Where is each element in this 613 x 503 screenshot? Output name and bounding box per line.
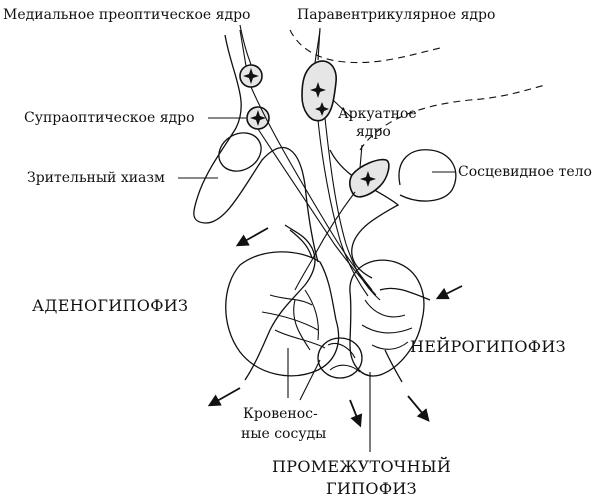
leader-lines [178,27,455,452]
arrow-blood-in-left [235,227,269,247]
medial-preoptic-star-icon [243,68,259,84]
mammillary-body-shape [398,149,457,202]
arcuate-star-icon [360,171,376,187]
hypothalamus-outline [193,34,319,263]
label-adenohypophysis: АДЕНОГИПОФИЗ [32,296,188,315]
paraventricular-star-icon-2 [315,102,329,116]
label-arcuate-nucleus-line2: ядро [356,124,391,140]
neurohypophysis-shape [349,259,425,377]
label-optic-chiasm: Зрительный хиазм [27,170,165,186]
ventricle-dashed-outline-left [289,29,441,64]
arrow-intermediate-out [349,399,363,428]
arrow-blood-out-left [207,387,241,407]
label-paraventricular-nucleus: Паравентрикулярное ядро [297,7,495,23]
arrow-blood-out-right [407,395,430,422]
arrow-blood-in-right [435,285,463,300]
label-neurohypophysis: НЕЙРОГИПОФИЗ [410,336,566,356]
adenohypophysis-shape [225,251,340,377]
ventricle-dashed-outline-right [359,84,546,151]
optic-chiasm-shape [218,132,262,172]
intermediate-lobe-shape [317,337,363,379]
supraoptic-star-icon [250,110,266,126]
portal-vessels [244,224,431,383]
paraventricular-star-icon-1 [310,82,326,98]
label-arcuate-nucleus-line1: Аркуатное [338,106,417,122]
label-blood-vessels-line2: ные сосуды [241,426,326,442]
label-medial-preoptic-nucleus: Медиальное преоптическое ядро [3,7,250,23]
nerve-fibers [239,24,381,301]
label-mammillary-body: Сосцевидное тело [458,164,592,180]
label-blood-vessels-line1: Кровенос- [243,406,318,422]
label-supraoptic-nucleus: Супраоптическое ядро [24,110,195,126]
label-intermediate-lobe-line2: ГИПОФИЗ [326,479,417,498]
label-intermediate-lobe-line1: ПРОМЕЖУТОЧНЫЙ [272,456,451,476]
